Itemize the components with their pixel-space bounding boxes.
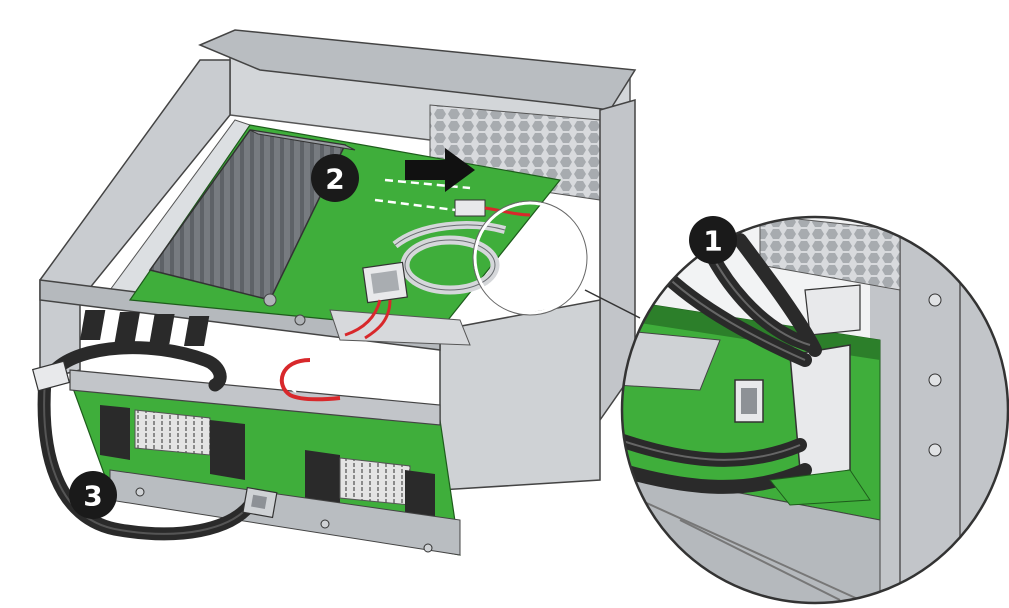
zoom-source-circle-outline (472, 200, 588, 316)
internal-cable-loop (392, 221, 507, 295)
screw (928, 443, 942, 457)
red-wire (344, 299, 382, 337)
cable-retainer-bracket (789, 344, 851, 481)
screw (423, 543, 433, 553)
power-connector (344, 261, 408, 340)
screw (135, 487, 145, 497)
external-usb-cable (31, 341, 278, 541)
push-arrow-icon (405, 148, 475, 192)
memory-slots (80, 310, 210, 346)
usb-header-connector (454, 199, 531, 217)
zoom-source-circle (473, 201, 587, 315)
step2-guide-lines (374, 178, 471, 212)
sata-cable-loop (279, 358, 341, 402)
zoom-cable (733, 233, 822, 357)
screw (928, 293, 942, 307)
callout-1-label: 1 (703, 225, 722, 258)
callout-2-label: 2 (325, 163, 344, 196)
standoff-screw (263, 293, 277, 307)
zoom-circle-border (620, 215, 1009, 605)
standoff-screw (294, 314, 306, 326)
callout-2: 2 (311, 154, 359, 202)
chassis-right-front (439, 299, 601, 491)
zoom-leader-line (584, 289, 641, 319)
callout-3-label: 3 (83, 480, 102, 513)
screw (928, 373, 942, 387)
callout-1: 1 (689, 216, 737, 264)
zoom-detail-view (620, 215, 1009, 605)
drive-backplane (69, 369, 461, 556)
red-wire (364, 299, 392, 340)
zoom-cable (622, 463, 812, 494)
callout-3: 3 (69, 471, 117, 519)
heatsink-top-plate (249, 129, 356, 151)
red-wire (484, 206, 531, 217)
sata-cable-loop (288, 363, 314, 393)
backplane-top-bar (69, 369, 441, 426)
screw (320, 519, 330, 529)
cable-clip (31, 360, 71, 392)
